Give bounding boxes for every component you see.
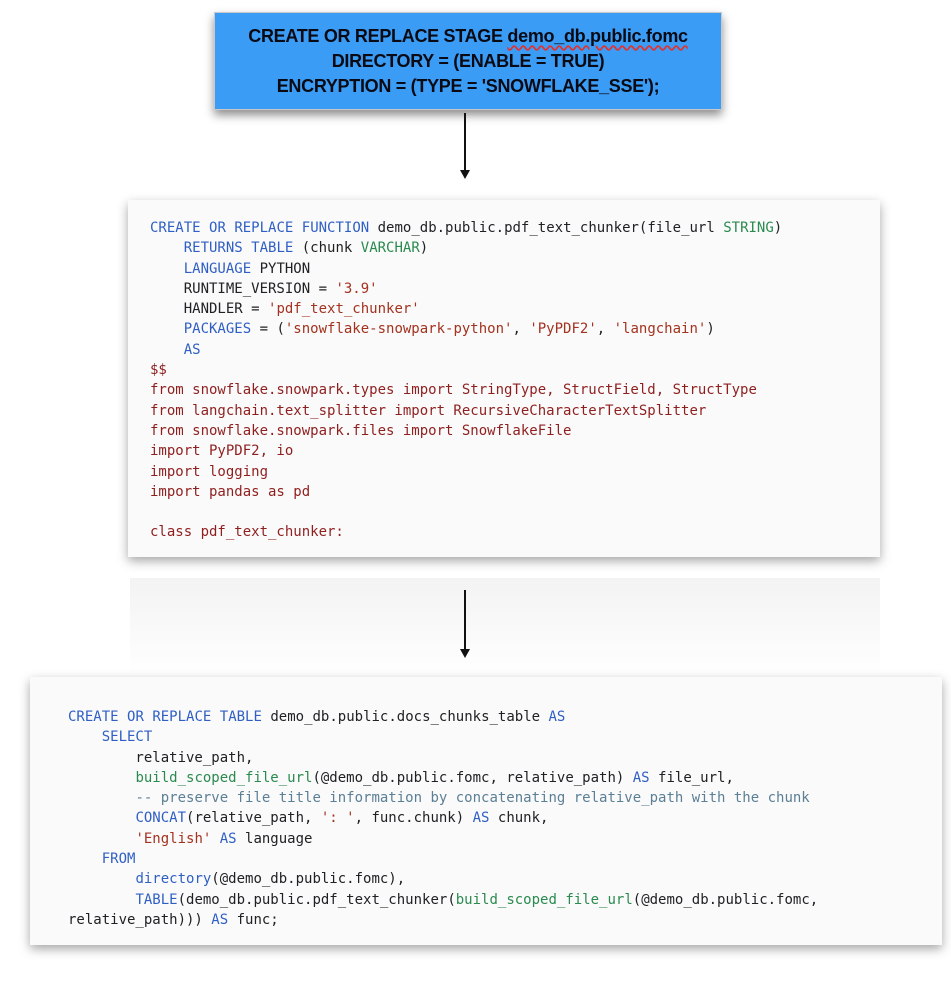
table-code: CREATE OR REPLACE TABLE demo_db.public.d… [30, 677, 942, 930]
code-line: import logging [150, 463, 269, 480]
down-arrow-1 [460, 113, 470, 179]
create-function-code-box: CREATE OR REPLACE FUNCTION demo_db.publi… [128, 200, 880, 557]
code-line: directory(@demo_db.public.fomc), [135, 871, 406, 888]
stage-line-3: ENCRYPTION = (TYPE = 'SNOWFLAKE_SSE'); [276, 75, 660, 96]
function-code: CREATE OR REPLACE FUNCTION demo_db.publi… [128, 200, 880, 543]
code-line: $$ [150, 362, 167, 379]
code-line: SELECT [101, 729, 153, 746]
code-line [150, 504, 158, 520]
code-reflection: class pdf_text_chunker: import pandas as… [130, 578, 880, 676]
stage-line-2: DIRECTORY = (ENABLE = TRUE) [331, 50, 605, 71]
create-stage-box: CREATE OR REPLACE STAGE demo_db.public.f… [214, 12, 722, 110]
code-line: FROM [101, 851, 136, 868]
code-line: relative_path))) AS func; [68, 911, 279, 928]
code-line: build_scoped_file_url(@demo_db.public.fo… [135, 769, 734, 786]
code-line: CONCAT(relative_path, ': ', func.chunk) … [135, 810, 549, 827]
stage-name: demo_db.public.fomc [507, 25, 688, 46]
code-line: -- preserve file title information by co… [135, 790, 810, 807]
code-line: AS [183, 341, 201, 358]
code-line: CREATE OR REPLACE TABLE demo_db.public.d… [68, 709, 566, 725]
down-arrow-2 [460, 590, 470, 658]
code-line: import pandas as pd [150, 483, 311, 500]
code-line: RUNTIME_VERSION = '3.9' [150, 280, 378, 297]
code-line: PACKAGES = ('snowflake-snowpark-python',… [183, 321, 715, 338]
code-line: 'English' AS language [135, 830, 313, 847]
create-table-code-box: CREATE OR REPLACE TABLE demo_db.public.d… [30, 677, 942, 945]
code-line: class pdf_text_chunker: [150, 524, 344, 541]
code-line: HANDLER = 'pdf_text_chunker' [150, 301, 420, 318]
code-line: TABLE(demo_db.public.pdf_text_chunker(bu… [135, 891, 819, 908]
code-line: relative_path, [68, 749, 254, 766]
code-line: from snowflake.snowpark.files import Sno… [150, 422, 572, 439]
code-line: from snowflake.snowpark.types import Str… [150, 382, 757, 399]
code-line: RETURNS TABLE (chunk VARCHAR) [183, 240, 429, 257]
code-line: from langchain.text_splitter import Recu… [150, 402, 707, 419]
code-line: LANGUAGE PYTHON [183, 260, 311, 277]
code-line: CREATE OR REPLACE FUNCTION demo_db.publi… [150, 220, 783, 236]
stage-line-1: CREATE OR REPLACE STAGE demo_db.public.f… [248, 25, 688, 46]
code-line: import PyPDF2, io [150, 443, 294, 460]
